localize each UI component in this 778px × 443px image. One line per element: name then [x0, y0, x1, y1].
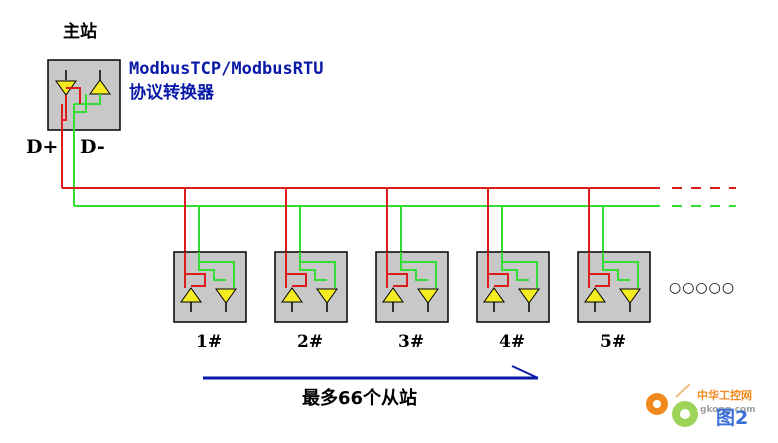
d-plus-label: D+ — [26, 136, 58, 158]
slave-stations: 1# 2# 3# 4# 5# — [173, 188, 651, 352]
slave-station-5: 5# — [577, 188, 651, 352]
slave-label: 2# — [297, 332, 323, 352]
slave-station-1: 1# — [173, 188, 247, 352]
slave-station-4: 4# — [476, 188, 550, 352]
slave-station-2: 2# — [274, 188, 348, 352]
master-converter-box — [47, 59, 121, 131]
d-minus-label: D- — [80, 136, 105, 158]
watermark-site-cn: 中华工控网 — [697, 388, 752, 402]
slave-station-3: 3# — [375, 188, 449, 352]
slave-rx-triangle-icon — [417, 288, 439, 304]
slave-rx-triangle-icon — [316, 288, 338, 304]
continuation-dots: ○○○○○ — [669, 280, 735, 296]
slave-label: 1# — [196, 332, 222, 352]
watermark-logo — [646, 383, 698, 427]
figure-number: 图2 — [716, 407, 748, 429]
master-label: 主站 — [63, 21, 97, 42]
slave-label: 4# — [499, 332, 525, 352]
converter-title-line2: 协议转换器 — [129, 82, 215, 103]
arrow-caption: 最多66个从站 — [302, 387, 417, 409]
slave-rx-triangle-icon — [215, 288, 237, 304]
converter-title-line1: ModbusTCP/ModbusRTU — [129, 59, 323, 79]
slave-label: 5# — [600, 332, 626, 352]
slave-rx-triangle-icon — [619, 288, 641, 304]
watermark-site-url: gkong.com — [700, 405, 756, 415]
slave-label: 3# — [398, 332, 424, 352]
slave-rx-triangle-icon — [518, 288, 540, 304]
slave-count-arrow — [203, 365, 539, 380]
